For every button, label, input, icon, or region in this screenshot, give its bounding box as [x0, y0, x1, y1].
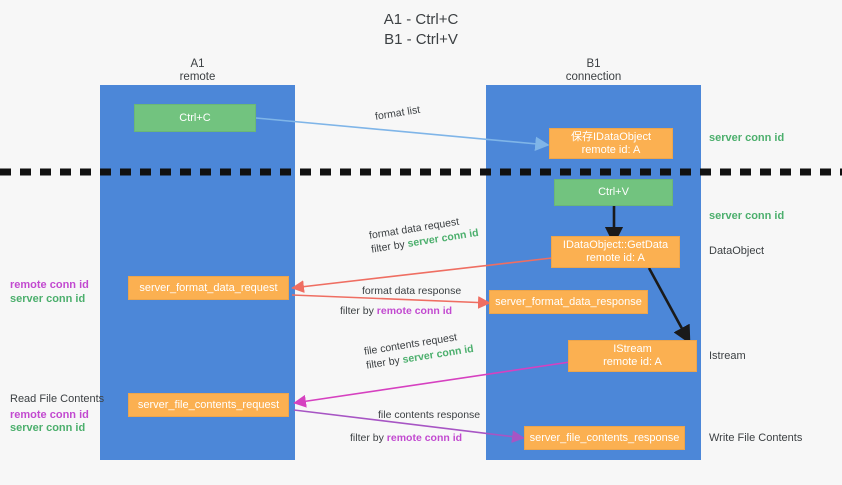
edge-label-file-contents-response: file contents response filter by remote … — [350, 409, 481, 444]
box-getdata[interactable]: IDataObject::GetData remote id: A — [551, 236, 680, 268]
box-save-idataobject-line2: remote id: A — [581, 143, 641, 156]
box-istream-line1: IStream — [613, 343, 652, 355]
left-label-read-file-contents: Read File Contents — [10, 393, 105, 405]
box-istream-line2: remote id: A — [603, 356, 662, 368]
box-server-format-data-request-label: server_format_data_request — [139, 281, 278, 294]
right-label-dataobject: DataObject — [709, 245, 765, 257]
box-server-format-data-response-label: server_format_data_response — [495, 295, 642, 308]
title-line-1: A1 - Ctrl+C — [383, 11, 459, 28]
box-save-idataobject[interactable]: 保存IDataObject remote id: A — [549, 128, 673, 159]
left-label-group-2: Read File Contents remote conn id server… — [10, 393, 104, 436]
column-header-a1: A1 remote — [100, 58, 295, 84]
column-header-b1-sub: connection — [565, 71, 622, 83]
box-save-idataobject-line1: 保存IDataObject — [570, 130, 652, 143]
box-server-file-contents-response-label: server_file_contents_response — [529, 431, 680, 444]
right-label-istream: Istream — [709, 350, 746, 362]
title-line-2: B1 - Ctrl+V — [384, 31, 458, 48]
column-header-b1: B1 connection — [486, 58, 701, 84]
edge-label-format-list: format list — [374, 103, 421, 123]
box-server-file-contents-request[interactable]: server_file_contents_request — [128, 393, 289, 417]
left-label-server-conn-id-2: server conn id — [10, 422, 86, 434]
left-label-server-conn-id-1: server conn id — [10, 292, 86, 305]
right-label-server-conn-id-top: server conn id — [709, 132, 785, 144]
box-ctrl-v-label: Ctrl+V — [598, 186, 629, 198]
column-header-a1-name: A1 — [190, 58, 205, 70]
box-server-file-contents-response[interactable]: server_file_contents_response — [524, 426, 685, 450]
box-ctrl-c-label: Ctrl+C — [179, 111, 211, 124]
right-label-write-file-contents: Write File Contents — [709, 432, 803, 444]
filter-key-remote-conn-id: remote conn id — [376, 305, 453, 317]
edge-label-format-data-request: format data request filter by server con… — [368, 215, 480, 256]
left-label-remote-conn-id-1: remote conn id — [10, 279, 89, 291]
box-istream[interactable]: IStream remote id: A — [568, 340, 697, 372]
box-ctrl-c[interactable]: Ctrl+C — [134, 104, 256, 132]
box-server-file-contents-request-label: server_file_contents_request — [137, 398, 280, 411]
filter-key-remote-conn-id: remote conn id — [386, 432, 463, 444]
column-header-a1-sub: remote — [179, 71, 216, 83]
box-getdata-line2: remote id: A — [586, 252, 645, 264]
filter-prefix: filter by — [340, 305, 377, 317]
box-server-format-data-request[interactable]: server_format_data_request — [128, 276, 289, 300]
right-label-server-conn-id-second: server conn id — [709, 210, 785, 222]
box-server-format-data-response[interactable]: server_format_data_response — [489, 290, 648, 314]
box-getdata-line1: IDataObject::GetData — [562, 239, 669, 251]
edge-label-format-data-response: format data response filter by remote co… — [340, 285, 462, 317]
left-label-remote-conn-id-2: remote conn id — [10, 408, 89, 421]
page-title: A1 - Ctrl+C B1 - Ctrl+V — [0, 10, 842, 50]
left-label-group-1: remote conn id server conn id — [10, 279, 89, 306]
box-ctrl-v[interactable]: Ctrl+V — [554, 179, 673, 206]
column-header-b1-name: B1 — [586, 58, 601, 70]
filter-prefix: filter by — [350, 432, 387, 444]
edge-label-file-contents-request: file contents request filter by server c… — [363, 331, 475, 372]
